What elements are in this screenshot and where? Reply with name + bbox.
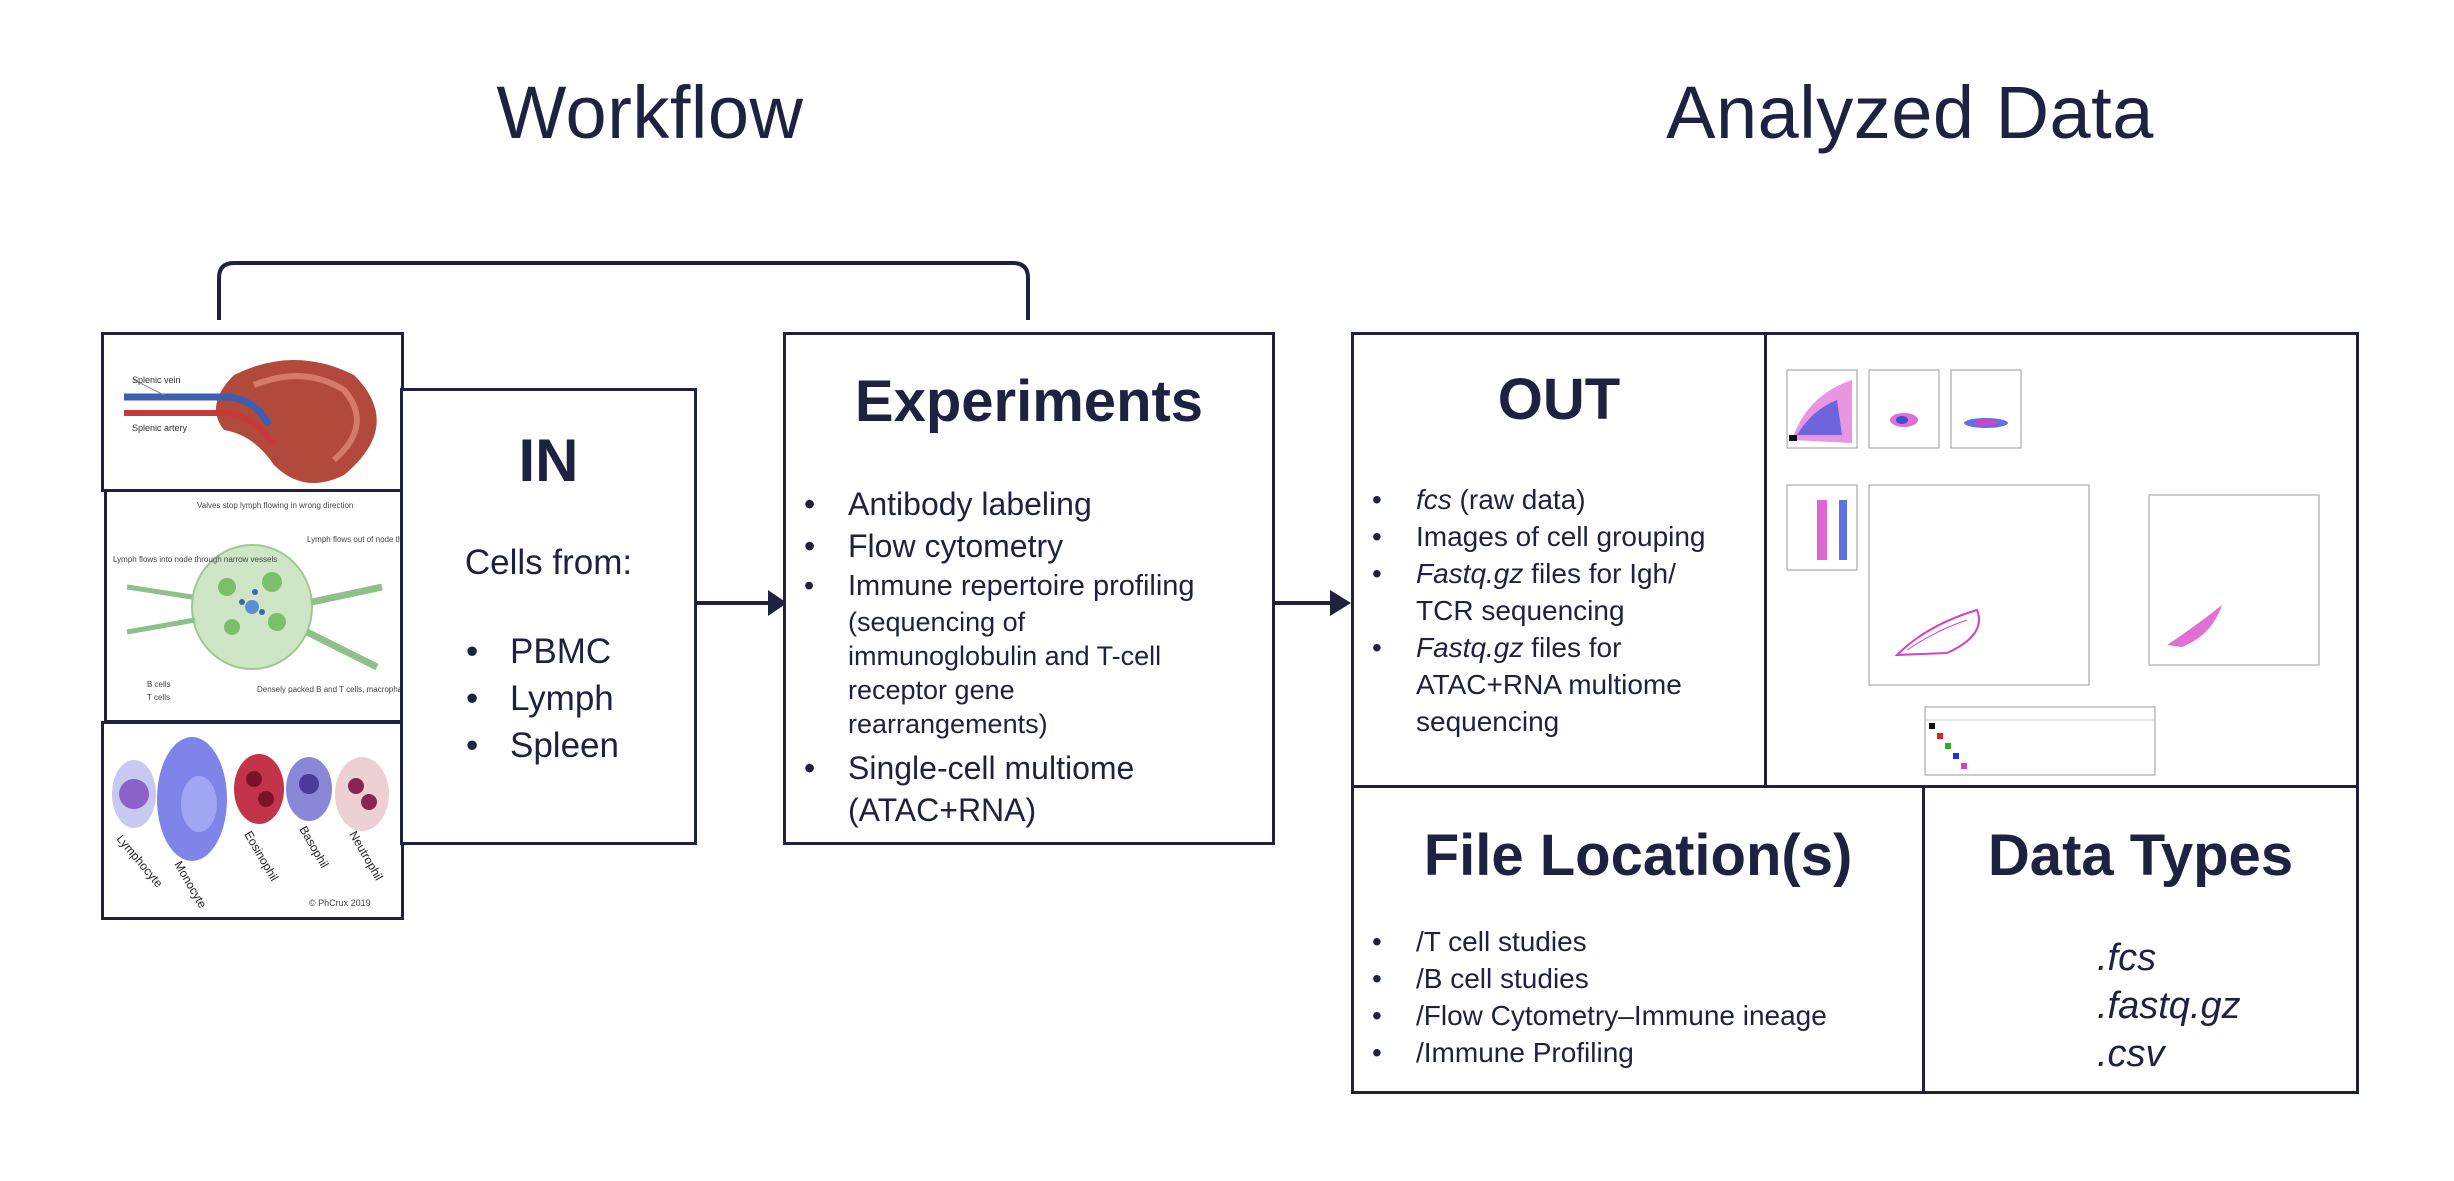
- data-types-title: Data Types: [1987, 823, 2294, 888]
- blood-cells-image: Lymphocyte Monocyte Eosinophil Basophil …: [101, 721, 404, 920]
- file-location-item: /T cell studies: [1354, 923, 1914, 960]
- lymph-label-dense: Densely packed B and T cells, macrophage…: [257, 685, 401, 694]
- experiments-item: Flow cytometry: [786, 525, 1266, 567]
- experiments-sub: (sequencing of: [848, 607, 1026, 637]
- cell-label-eosinophil: Eosinophil: [241, 829, 281, 884]
- in-list: PBMC Lymph Spleen: [448, 628, 619, 769]
- workflow-heading: Workflow: [496, 71, 804, 154]
- file-locations-title: File Location(s): [1423, 823, 1853, 888]
- in-subtitle: Cells from:: [464, 543, 633, 582]
- cell-label-monocyte: Monocyte: [171, 859, 209, 911]
- cell-label-lymphocyte: Lymphocyte: [114, 832, 166, 890]
- experiments-sub: receptor gene: [848, 675, 1015, 705]
- spleen-image: Splenic vein Splenic artery: [101, 332, 404, 492]
- in-title: IN: [518, 427, 579, 494]
- file-locations-list: /T cell studies /B cell studies /Flow Cy…: [1354, 923, 1914, 1071]
- divider-horizontal: [1351, 785, 2359, 788]
- experiments-title: Experiments: [854, 369, 1204, 434]
- data-type-item: .csv: [2097, 1033, 2165, 1075]
- out-item: fcs (raw data): [1354, 481, 1764, 518]
- data-types-list: .fcs .fastq.gz .csv: [2097, 934, 2241, 1078]
- out-list: fcs (raw data) Images of cell grouping F…: [1354, 481, 1764, 740]
- out-item: Fastq.gz files for Igh/TCR sequencing: [1354, 555, 1764, 629]
- data-type-item: .fastq.gz: [2097, 985, 2241, 1027]
- experiments-item: Immune repertoire profiling (sequencing …: [786, 567, 1266, 741]
- loop-bracket: [217, 261, 1030, 320]
- experiments-list: Antibody labeling Flow cytometry Immune …: [786, 483, 1266, 831]
- in-item: Spleen: [448, 722, 619, 769]
- experiments-item: Antibody labeling: [786, 483, 1266, 525]
- data-type-item: .fcs: [2097, 937, 2157, 979]
- spleen-label-artery: Splenic artery: [132, 423, 188, 433]
- divider-bottom: [1922, 785, 1925, 1094]
- analyzed-data-heading: Analyzed Data: [1666, 71, 2154, 154]
- out-item: Images of cell grouping: [1354, 518, 1764, 555]
- lymph-node-image: Valves stop lymph flowing in wrong direc…: [104, 489, 404, 723]
- data-types-panel: Data Types .fcs .fastq.gz .csv: [1925, 788, 2356, 1091]
- cells-credit: © PhCrux 2019: [309, 898, 371, 908]
- flow-cytometry-plots-image: [1767, 335, 2356, 785]
- out-title: OUT: [1497, 367, 1621, 432]
- experiments-item: Single-cell multiome(ATAC+RNA): [786, 747, 1266, 831]
- cell-label-neutrophil: Neutrophil: [346, 829, 385, 883]
- in-item: Lymph: [448, 675, 619, 722]
- arrowhead-experiments: [768, 590, 787, 616]
- lymph-label-valves: Valves stop lymph flowing in wrong direc…: [197, 501, 353, 510]
- file-location-item: /Flow Cytometry–Immune ineage: [1354, 997, 1914, 1034]
- file-location-item: /B cell studies: [1354, 960, 1914, 997]
- file-location-item: /Immune Profiling: [1354, 1034, 1914, 1071]
- analyzed-grid: [1351, 332, 2359, 1094]
- divider-out-plot: [1764, 332, 1767, 788]
- experiments-sub: rearrangements): [848, 709, 1048, 739]
- arrowhead-out: [1330, 590, 1351, 616]
- in-box: IN Cells from: PBMC Lymph Spleen: [400, 388, 697, 845]
- lymph-label-narrow: Lymph flows into node through narrow ves…: [113, 555, 277, 564]
- lymph-label-bcells: B cells: [147, 680, 171, 689]
- lymph-label-out: Lymph flows out of node through wide ves…: [307, 535, 401, 544]
- cell-label-basophil: Basophil: [296, 824, 331, 871]
- lymph-label-tcells: T cells: [147, 693, 170, 702]
- experiments-sub: immunoglobulin and T-cell: [848, 641, 1162, 671]
- in-item: PBMC: [448, 628, 619, 675]
- file-locations-panel: File Location(s) /T cell studies /B cell…: [1354, 788, 1922, 1091]
- experiments-box: Experiments Antibody labeling Flow cytom…: [783, 332, 1275, 845]
- out-panel: OUT fcs (raw data) Images of cell groupi…: [1354, 335, 1764, 785]
- spleen-label-vein: Splenic vein: [132, 375, 181, 385]
